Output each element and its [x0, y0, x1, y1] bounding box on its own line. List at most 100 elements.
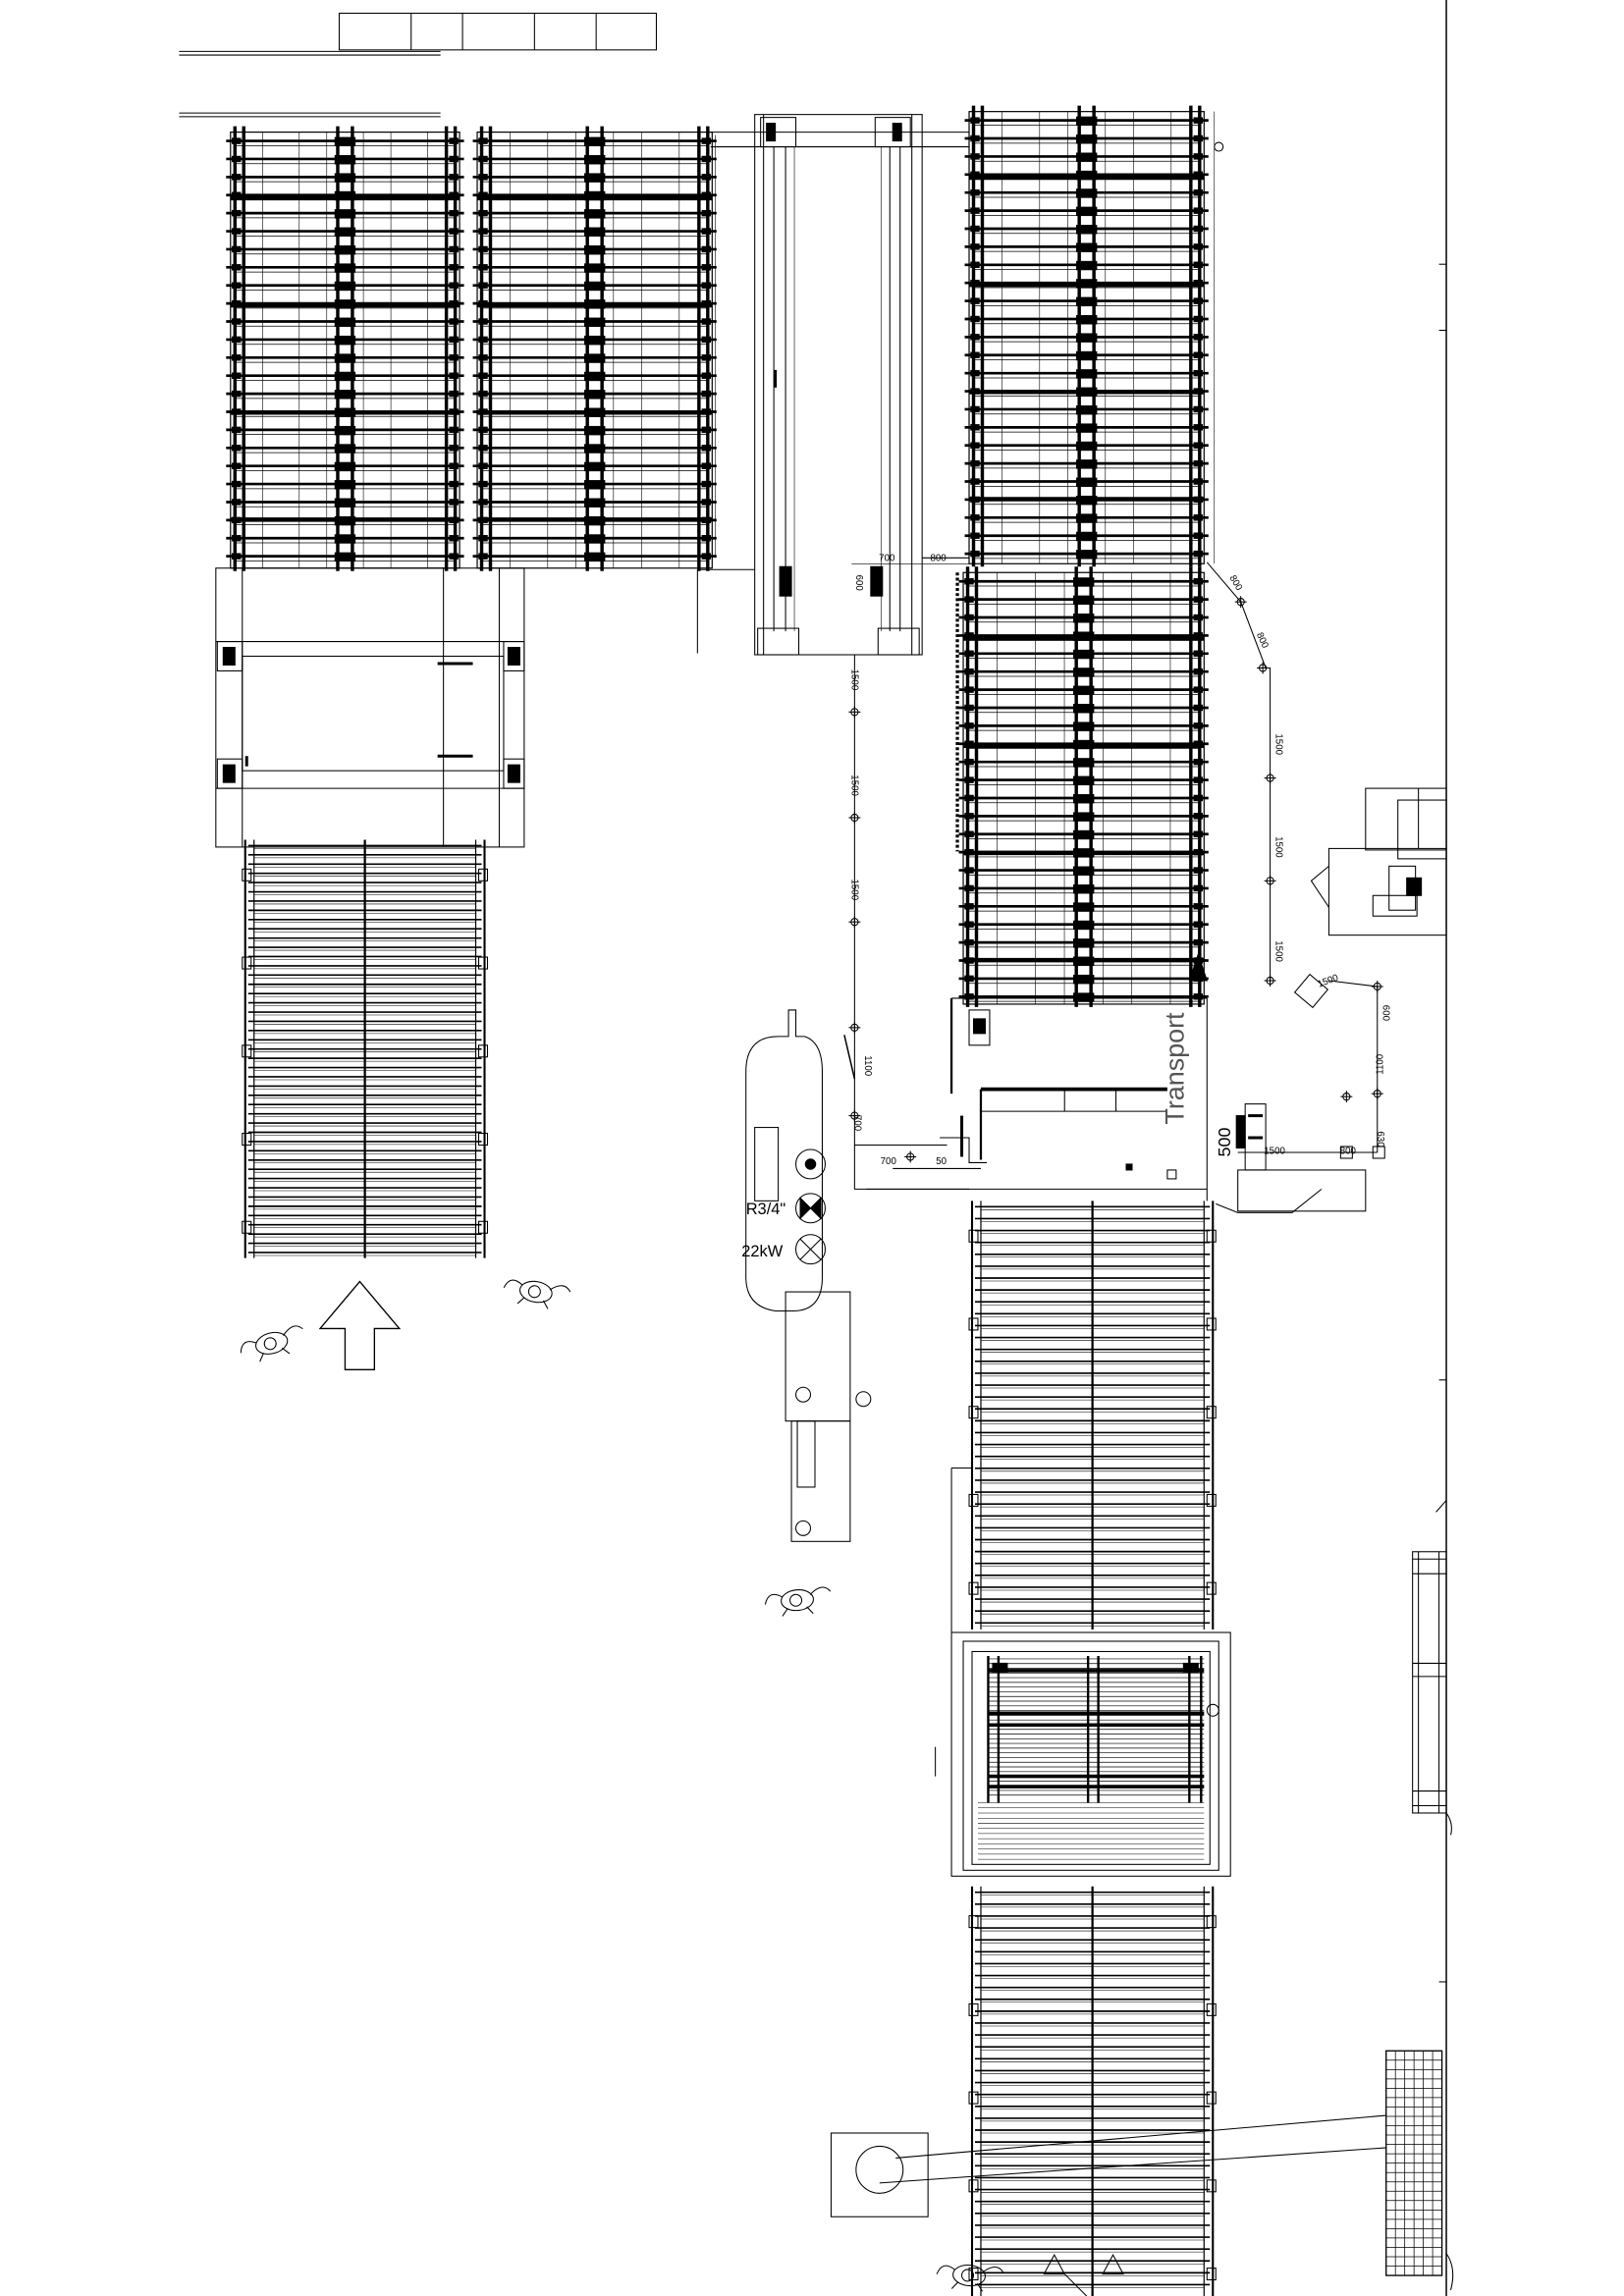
- title-block: [179, 12, 658, 56]
- rail-bracket: [1206, 1915, 1217, 1929]
- rack-bracket: [334, 552, 356, 562]
- rack-bracket: [334, 444, 356, 454]
- rack-bracket: [1075, 152, 1098, 162]
- motor-icon: [795, 1148, 826, 1180]
- dimension-label: 1500: [1273, 940, 1284, 962]
- rack-bracket: [1072, 920, 1095, 931]
- rail-bracket: [968, 1493, 979, 1507]
- rack-bracket: [583, 317, 606, 327]
- rack-bracket: [334, 353, 356, 363]
- rail-bracket: [242, 956, 252, 970]
- motor-icon: [795, 1234, 826, 1265]
- rack-bracket: [1072, 667, 1095, 677]
- rack-frame: [476, 131, 713, 569]
- rack-bracket: [1075, 134, 1098, 144]
- rack-bracket: [1072, 974, 1095, 985]
- direction-arrow-icon: [318, 1280, 402, 1370]
- transfer-table-left: [215, 567, 525, 848]
- dimension-label: 600: [853, 575, 864, 592]
- dimension-label: 630: [1375, 1131, 1385, 1148]
- rack-bracket: [334, 263, 356, 273]
- rack-bracket: [334, 371, 356, 382]
- wall-rack: [1412, 1551, 1447, 1814]
- rail-bracket: [1206, 1581, 1217, 1595]
- safety-fence-right: [1206, 561, 1379, 1153]
- operator-icon: [503, 1279, 571, 1309]
- rack-bracket: [1072, 938, 1095, 948]
- roller-conveyor-infeed: [968, 1201, 1217, 1630]
- rail-bracket: [478, 956, 489, 970]
- rack-bracket: [1072, 794, 1095, 804]
- rail-bracket: [968, 2179, 979, 2193]
- rack-bracket: [1075, 206, 1098, 217]
- dimension-label: 1500: [1317, 973, 1341, 990]
- rail-bracket: [1206, 2179, 1217, 2193]
- storage-rack-a: [226, 126, 464, 571]
- wall-equipment: [1310, 787, 1447, 936]
- rack-bracket: [334, 534, 356, 544]
- roller-conveyor-left: [242, 839, 489, 1258]
- hydraulic-unit: [745, 1009, 872, 1542]
- rack-bracket: [1075, 260, 1098, 271]
- dimension-label: 500: [1215, 1128, 1234, 1157]
- rack-bracket: [1072, 577, 1095, 587]
- rack-bracket: [1075, 477, 1098, 487]
- dimension-label: 800: [931, 553, 947, 563]
- operator-icon: [764, 1586, 832, 1617]
- rack-bracket: [334, 244, 356, 255]
- rack-bracket: [583, 425, 606, 436]
- rail-bracket: [968, 2268, 979, 2281]
- rail-bracket: [478, 1133, 489, 1147]
- rack-bracket: [1072, 614, 1095, 623]
- rack-bracket: [583, 353, 606, 363]
- rail-bracket: [968, 1229, 979, 1243]
- rail-bracket: [478, 868, 489, 881]
- valve-icon: [795, 1193, 826, 1224]
- rack-bracket: [1075, 315, 1098, 325]
- rail-bracket: [968, 1317, 979, 1331]
- rack-bracket: [583, 136, 606, 147]
- dimension-label: 1500: [848, 669, 859, 691]
- rail-bracket: [478, 1220, 489, 1234]
- building-wall: [1435, 0, 1454, 2296]
- rack-bracket: [1075, 225, 1098, 235]
- rack-bracket: [1072, 758, 1095, 768]
- rack-bracket: [583, 552, 606, 562]
- rack-bracket: [1072, 685, 1095, 696]
- dimension-label: 700: [881, 1156, 897, 1167]
- rack-bracket: [1075, 188, 1098, 198]
- dimension-label: 700: [879, 553, 895, 563]
- rack-bracket: [583, 390, 606, 400]
- rack-bracket: [1072, 775, 1095, 786]
- rack-bracket: [1072, 992, 1095, 1002]
- rack-bracket: [1072, 704, 1095, 714]
- transport-label: Transport: [1160, 1012, 1189, 1125]
- rack-bracket: [334, 335, 356, 346]
- rack-bracket: [334, 281, 356, 292]
- rack-bracket: [1075, 333, 1098, 343]
- rack-bracket: [1072, 866, 1095, 877]
- rack-bracket: [334, 390, 356, 400]
- rack-bracket: [1075, 242, 1098, 252]
- rail-bracket: [968, 1915, 979, 1929]
- rack-bracket: [583, 227, 606, 238]
- rack-bracket: [583, 480, 606, 490]
- rail-bracket: [1206, 2091, 1217, 2105]
- rack-bracket: [1072, 883, 1095, 894]
- rack-bracket: [334, 317, 356, 327]
- rack-bracket: [1072, 812, 1095, 822]
- rail-bracket: [968, 2002, 979, 2016]
- power-label: 22kW: [741, 1243, 784, 1260]
- rack-bracket: [1075, 369, 1098, 379]
- rail-bracket: [1206, 2002, 1217, 2016]
- rack-bracket: [583, 461, 606, 472]
- rack-bracket: [583, 263, 606, 273]
- dimension-label: 800: [1254, 631, 1271, 651]
- dimension-label: 800: [1227, 573, 1245, 593]
- rail-bracket: [1206, 1229, 1217, 1243]
- dimension-label: 1500: [1273, 733, 1284, 755]
- wall-line-top-left: [179, 112, 441, 118]
- dimension-label: 1500: [848, 774, 859, 796]
- rack-bracket: [583, 155, 606, 165]
- rack-bracket: [583, 371, 606, 382]
